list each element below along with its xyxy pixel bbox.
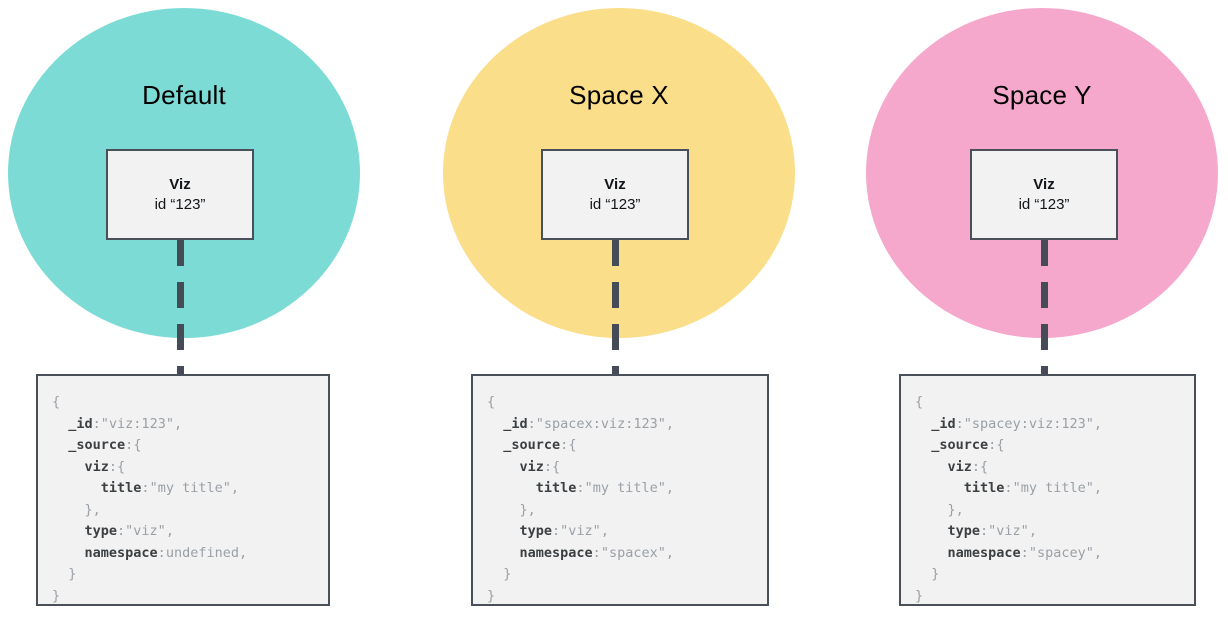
document-code-default: { _id:"viz:123", _source:{ viz:{ title:"… <box>52 394 248 604</box>
viz-node-spacex: Viz id “123” <box>541 149 689 240</box>
document-panel-spacey: { _id:"spacey:viz:123", _source:{ viz:{ … <box>899 374 1196 606</box>
viz-node-id: id “123” <box>154 195 206 213</box>
space-label-default: Default <box>142 80 226 110</box>
space-column-spacex: Space X Viz id “123” { _id:"spacex:viz:1… <box>435 0 845 622</box>
space-label-spacex: Space X <box>569 80 669 110</box>
space-label-spacey: Space Y <box>992 80 1092 110</box>
document-code-spacex: { _id:"spacex:viz:123", _source:{ viz:{ … <box>487 394 674 604</box>
space-column-spacey: Space Y Viz id “123” { _id:"spacey:viz:1… <box>866 0 1228 622</box>
document-panel-spacex: { _id:"spacex:viz:123", _source:{ viz:{ … <box>471 374 769 606</box>
space-circle-spacex: Space X <box>443 8 795 338</box>
viz-node-default: Viz id “123” <box>106 149 254 240</box>
viz-node-title: Viz <box>604 175 626 193</box>
document-code-spacey: { _id:"spacey:viz:123", _source:{ viz:{ … <box>915 394 1102 604</box>
space-column-default: Default Viz id “123” { _id:"viz:123", _s… <box>0 0 410 622</box>
viz-node-id: id “123” <box>1018 195 1070 213</box>
dashed-connector-spacey <box>1041 240 1048 374</box>
document-panel-default: { _id:"viz:123", _source:{ viz:{ title:"… <box>36 374 330 606</box>
viz-node-title: Viz <box>1033 175 1055 193</box>
viz-node-title: Viz <box>169 175 191 193</box>
viz-node-spacey: Viz id “123” <box>970 149 1118 240</box>
dashed-connector-spacex <box>612 240 619 374</box>
viz-node-id: id “123” <box>589 195 641 213</box>
dashed-connector-default <box>177 240 184 374</box>
